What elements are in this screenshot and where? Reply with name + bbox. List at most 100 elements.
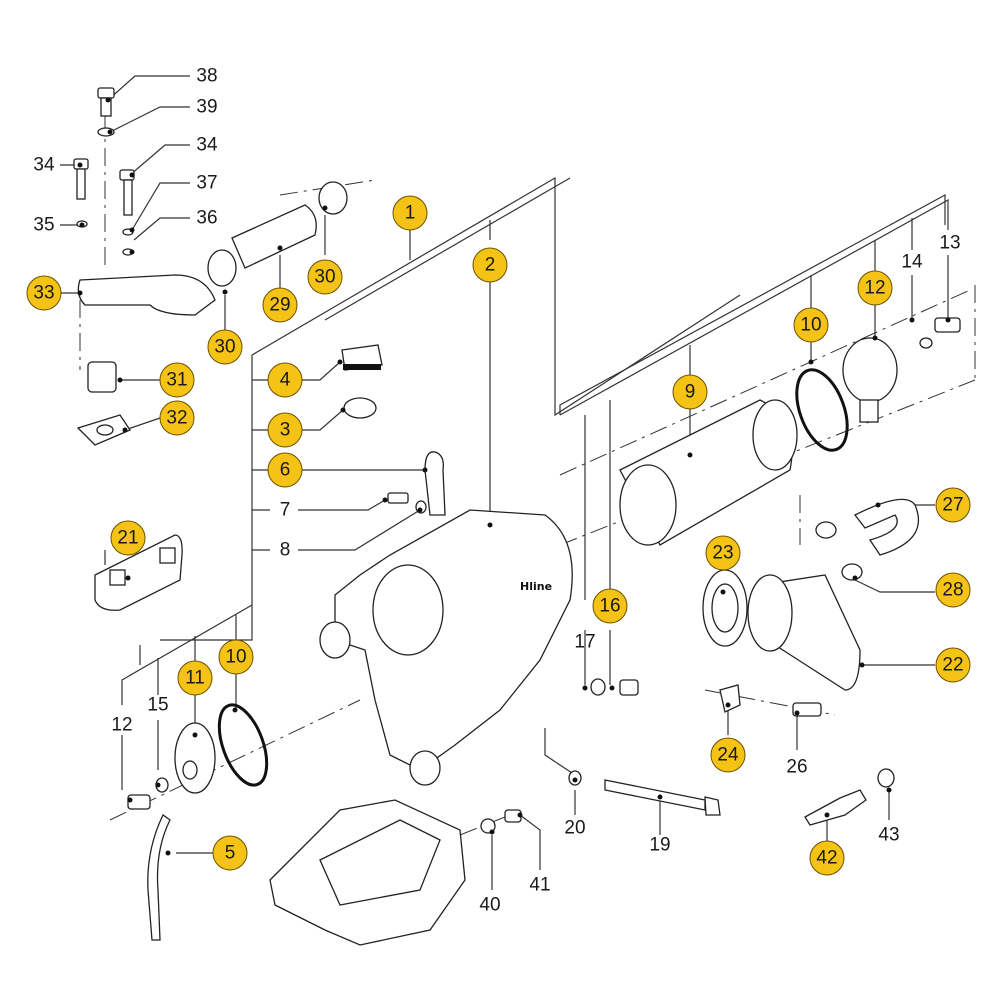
label-19[interactable]: 19 xyxy=(649,835,670,856)
svg-text:32: 32 xyxy=(166,408,187,429)
callouts: 1 2 3 4 5 6 9 10 10 11 12 16 21 22 23 24… xyxy=(26,66,971,916)
svg-text:31: 31 xyxy=(166,370,187,391)
label-20[interactable]: 20 xyxy=(564,818,585,839)
label-15-bottom[interactable]: 15 xyxy=(147,695,168,716)
bolt-19 xyxy=(604,779,706,811)
callout-6[interactable]: 6 xyxy=(267,452,303,488)
callout-27[interactable]: 27 xyxy=(935,487,971,523)
svg-text:22: 22 xyxy=(942,655,963,676)
leader-dots xyxy=(77,97,951,856)
ring-17 xyxy=(590,678,606,696)
svg-text:30: 30 xyxy=(214,337,235,358)
svg-text:33: 33 xyxy=(33,283,54,304)
label-35[interactable]: 35 xyxy=(33,215,54,236)
bolt-38 xyxy=(97,87,115,99)
label-8[interactable]: 8 xyxy=(280,540,291,561)
screw-13 xyxy=(127,794,151,810)
callout-22[interactable]: 22 xyxy=(935,647,971,683)
clamp-27 xyxy=(815,521,837,539)
thermostat-31 xyxy=(87,361,117,393)
svg-text:9: 9 xyxy=(685,382,696,403)
callout-3[interactable]: 3 xyxy=(267,412,303,448)
label-17[interactable]: 17 xyxy=(574,632,595,653)
label-26[interactable]: 26 xyxy=(786,757,807,778)
svg-text:42: 42 xyxy=(816,848,837,869)
label-34-left[interactable]: 34 xyxy=(33,155,55,176)
callout-31[interactable]: 31 xyxy=(159,362,195,398)
svg-text:29: 29 xyxy=(269,295,290,316)
o-ring-10-bottom xyxy=(217,703,269,787)
callout-24[interactable]: 24 xyxy=(710,737,746,773)
label-15-top[interactable]: 14 xyxy=(901,252,923,273)
drain-hose-5 xyxy=(147,814,171,941)
washer-15-top xyxy=(919,337,933,349)
svg-text:21: 21 xyxy=(117,528,138,549)
label-7[interactable]: 7 xyxy=(280,500,291,521)
hose-clamp-30a xyxy=(207,249,237,287)
svg-text:23: 23 xyxy=(712,543,733,564)
clamp-28 xyxy=(841,563,863,581)
callout-16[interactable]: 16 xyxy=(592,588,628,624)
svg-text:1: 1 xyxy=(405,203,416,224)
callout-4[interactable]: 4 xyxy=(267,362,303,398)
callout-11[interactable]: 11 xyxy=(177,660,213,696)
callout-29[interactable]: 29 xyxy=(262,287,298,323)
callout-5[interactable]: 5 xyxy=(212,835,248,871)
label-37[interactable]: 37 xyxy=(196,173,217,194)
label-39[interactable]: 39 xyxy=(196,97,217,118)
svg-text:2: 2 xyxy=(485,255,496,276)
label-41[interactable]: 41 xyxy=(529,875,550,896)
bracket-line-1 xyxy=(251,176,741,417)
svg-text:16: 16 xyxy=(599,596,620,617)
callout-30-left[interactable]: 30 xyxy=(207,329,243,365)
svg-text:12: 12 xyxy=(864,278,885,299)
callout-33[interactable]: 33 xyxy=(26,275,62,311)
callout-32[interactable]: 32 xyxy=(159,400,195,436)
svg-text:10: 10 xyxy=(225,647,246,668)
label-14[interactable]: 13 xyxy=(939,233,960,254)
callout-2[interactable]: 2 xyxy=(472,247,508,283)
callout-30-right[interactable]: 30 xyxy=(307,259,343,295)
svg-text:28: 28 xyxy=(942,580,963,601)
svg-text:10: 10 xyxy=(800,315,821,336)
bracket-line-left xyxy=(160,355,253,641)
label-36[interactable]: 36 xyxy=(196,208,217,229)
filler-cap-4 xyxy=(341,344,383,371)
svg-text:27: 27 xyxy=(942,495,963,516)
temperature-sensor-42 xyxy=(804,789,867,826)
callout-1[interactable]: 1 xyxy=(392,195,428,231)
callout-9[interactable]: 9 xyxy=(672,374,708,410)
lifting-eye-6 xyxy=(424,451,446,516)
elbow-hose-27 xyxy=(854,498,920,556)
exchanger-housing-2 xyxy=(334,509,573,771)
washer-40 xyxy=(480,818,496,834)
svg-text:4: 4 xyxy=(280,370,291,391)
callout-28[interactable]: 28 xyxy=(935,572,971,608)
callout-10-top[interactable]: 10 xyxy=(793,307,829,343)
brand-label: Hline xyxy=(520,580,552,593)
callout-21[interactable]: 21 xyxy=(110,520,146,556)
svg-text:30: 30 xyxy=(314,267,335,288)
bolt-7 xyxy=(387,492,409,504)
plug-16 xyxy=(619,679,639,696)
callout-23[interactable]: 23 xyxy=(705,535,741,571)
label-13[interactable]: 12 xyxy=(111,715,132,736)
callout-12[interactable]: 12 xyxy=(857,270,893,306)
svg-text:11: 11 xyxy=(185,668,205,689)
screw-26 xyxy=(792,702,822,717)
label-34-right[interactable]: 34 xyxy=(196,135,218,156)
svg-text:24: 24 xyxy=(717,745,739,766)
label-38[interactable]: 38 xyxy=(196,66,217,87)
callout-42[interactable]: 42 xyxy=(809,840,845,876)
o-ring-10-top xyxy=(795,368,849,452)
hose-29 xyxy=(231,204,317,269)
filler-neck-3 xyxy=(343,397,377,419)
end-cover-12 xyxy=(842,337,898,403)
callout-10-bottom[interactable]: 10 xyxy=(218,639,254,675)
bracket-line-top xyxy=(559,193,946,415)
label-40[interactable]: 40 xyxy=(479,895,500,916)
leader-lines xyxy=(58,75,949,890)
label-43[interactable]: 43 xyxy=(878,825,899,846)
thermostat-housing-33 xyxy=(77,274,216,316)
